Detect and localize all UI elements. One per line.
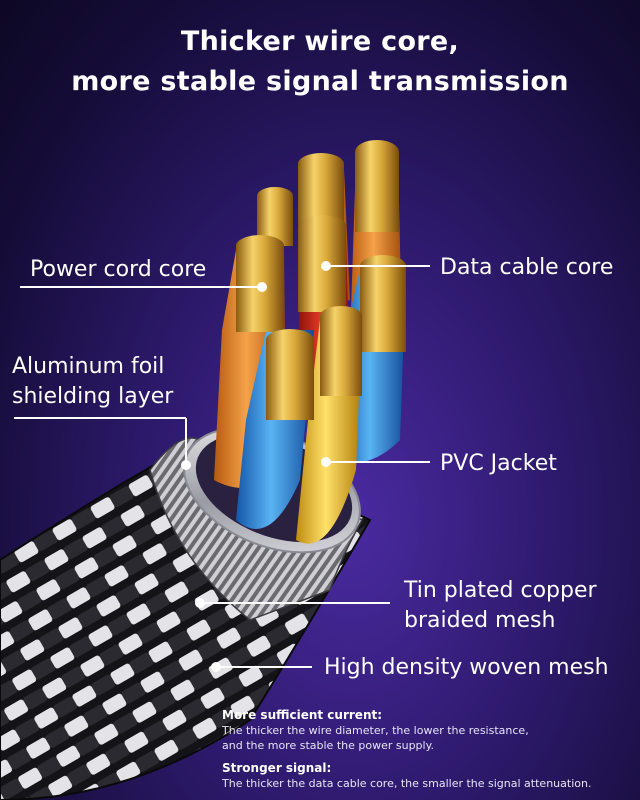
headline-line2: more stable signal transmission bbox=[71, 66, 569, 97]
data-cable-core-label: Data cable core bbox=[440, 255, 614, 280]
headline-line1: Thicker wire core, bbox=[180, 26, 460, 57]
aluminum-foil-label: Aluminum foil shielding layer bbox=[12, 352, 173, 412]
current-note-line1: The thicker the wire diameter, the lower… bbox=[222, 724, 529, 737]
tin-plated-line2: braided mesh bbox=[404, 608, 556, 633]
signal-note-line1: The thicker the data cable core, the sma… bbox=[222, 777, 592, 790]
current-note-title: More sufficient current: bbox=[222, 708, 383, 722]
high-density-mesh-label: High density woven mesh bbox=[324, 655, 609, 680]
aluminum-foil-line1: Aluminum foil bbox=[12, 354, 165, 379]
power-cord-core-label: Power cord core bbox=[30, 257, 207, 282]
signal-note-title: Stronger signal: bbox=[222, 761, 332, 775]
tin-plated-label: Tin plated copper braided mesh bbox=[404, 576, 597, 636]
leader-lines bbox=[14, 261, 430, 672]
headline: Thicker wire core, more stable signal tr… bbox=[0, 22, 640, 102]
aluminum-foil-line2: shielding layer bbox=[12, 384, 174, 409]
pvc-jacket-label: PVC Jacket bbox=[440, 451, 557, 476]
current-note-line2: and the more stable the power supply. bbox=[222, 739, 435, 752]
tin-plated-line1: Tin plated copper bbox=[404, 578, 597, 603]
notes-panel: More sufficient current: The thicker the… bbox=[222, 708, 632, 791]
